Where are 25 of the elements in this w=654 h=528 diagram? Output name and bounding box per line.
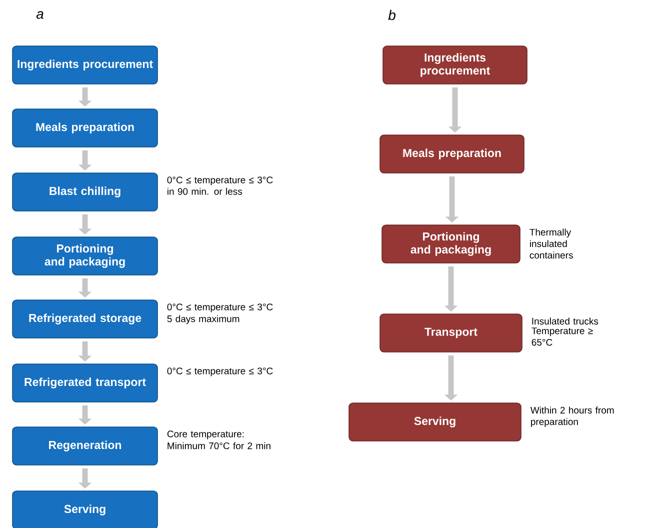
- note-text: 0°C ≤ temperature ≤ 3°C in 90 min. or less: [167, 176, 273, 195]
- process-box: Ingredients procurement: [382, 46, 528, 84]
- process-box: Serving: [348, 402, 522, 442]
- note-text: Within 2 hours from preparation: [530, 406, 614, 427]
- note-text: 5 days maximum: [167, 315, 240, 324]
- process-box: Regeneration: [12, 426, 158, 466]
- panel-label: a: [36, 11, 44, 19]
- note-text: 0°C ≤ temperature ≤ 3°C: [167, 304, 273, 312]
- process-box: Serving: [12, 490, 158, 528]
- process-box: Portioning and packaging: [382, 224, 520, 264]
- note-text: Minimum 70°C for 2 min: [168, 442, 270, 450]
- note-text: Thermally insulated containers: [530, 228, 573, 259]
- process-box: Transport: [380, 314, 522, 352]
- note-text: Temperature ≥ 65°C: [532, 328, 593, 346]
- process-box: Blast chilling: [12, 172, 158, 212]
- note-text: 0°C ≤ temperature ≤ 3°C: [167, 368, 273, 376]
- process-box: Refrigerated transport: [12, 364, 158, 402]
- process-box: Portioning and packaging: [12, 236, 158, 276]
- panel-label: b: [388, 10, 396, 20]
- process-box: Meals preparation: [380, 134, 524, 174]
- note-text: Insulated trucks: [532, 318, 598, 325]
- process-box: Ingredients procurement: [12, 46, 158, 84]
- process-box: Refrigerated storage: [12, 300, 158, 338]
- process-box: Meals preparation: [12, 108, 158, 148]
- note-text: Core temperature:: [167, 430, 244, 440]
